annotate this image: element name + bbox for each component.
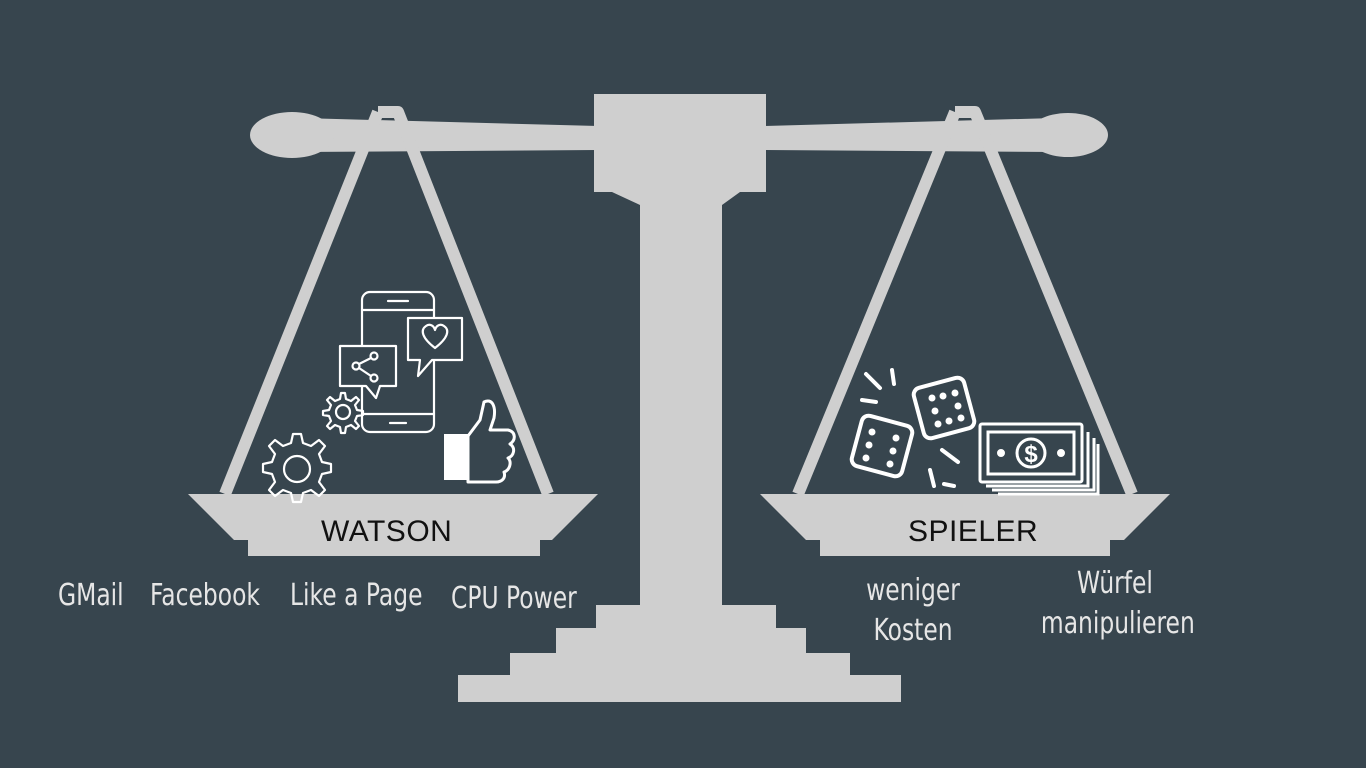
item-cpu-power: CPU Power	[451, 581, 577, 616]
right-pan-label: SPIELER	[908, 515, 1039, 548]
item-wuerfel-manipulieren: Würfel manipulieren	[1040, 566, 1195, 641]
item-like-a-page: Like a Page	[290, 578, 423, 613]
scale-body	[250, 94, 1108, 702]
share-bubble-icon	[338, 344, 398, 400]
item-weniger-kosten: weniger Kosten	[866, 573, 960, 648]
heart-bubble-icon	[406, 316, 464, 378]
item-facebook: Facebook	[150, 578, 260, 613]
dice-icon	[849, 368, 977, 488]
item-gmail: GMail	[58, 578, 124, 613]
dice-pips	[862, 389, 965, 468]
dollar-sign-icon: $	[1024, 441, 1038, 468]
gear-icon	[321, 391, 365, 435]
gear-icon	[261, 432, 333, 504]
thumbs-up-icon	[444, 399, 516, 484]
money-stack-icon	[978, 422, 1100, 496]
pan-chains	[219, 106, 1138, 497]
smartphone-icon	[360, 290, 436, 434]
pans	[188, 494, 1170, 556]
left-pan-label: WATSON	[321, 515, 453, 548]
